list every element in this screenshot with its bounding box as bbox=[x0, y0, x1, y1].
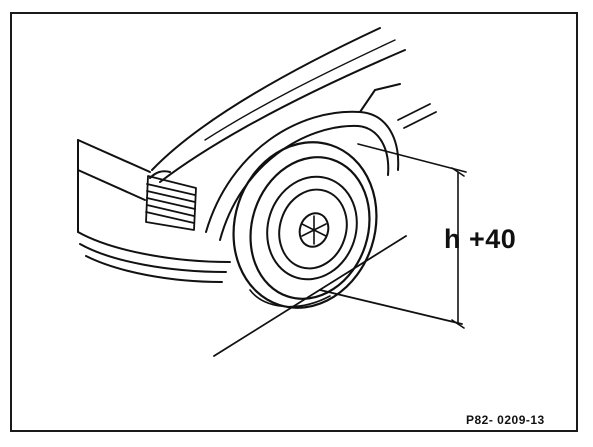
tyre bbox=[232, 141, 378, 309]
ground-lines bbox=[213, 235, 463, 357]
hub-cap bbox=[266, 175, 358, 281]
corner-lamp bbox=[145, 175, 197, 231]
dimension-lines bbox=[357, 143, 467, 329]
reference-code: P82- 0209-13 bbox=[466, 413, 545, 427]
figure-frame bbox=[10, 12, 578, 432]
dimension-label: h +40 bbox=[444, 224, 517, 254]
bumper-outline bbox=[77, 139, 231, 283]
sill-line bbox=[397, 103, 437, 129]
fender-outline bbox=[149, 27, 406, 183]
